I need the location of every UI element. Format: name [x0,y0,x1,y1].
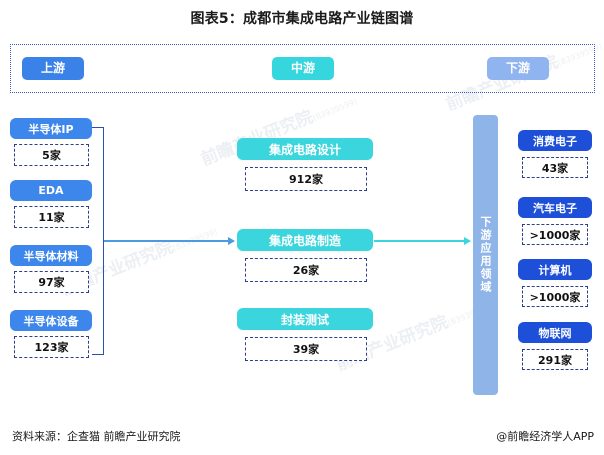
stage-badge-downstream[interactable]: 下游 [487,57,549,80]
count-automotive-electronics: >1000家 [522,224,588,245]
count-packaging-testing: 39家 [245,337,367,361]
node-semiconductor-materials[interactable]: 半导体材料 [10,245,92,266]
count-ic-manufacturing: 26家 [245,258,367,282]
page-title: 图表5：成都市集成电路产业链图谱 [190,11,414,27]
source-note: 资料来源：企查猫 前瞻产业研究院 [12,430,181,443]
count-ic-design: 912家 [245,167,367,191]
node-semiconductor-equipment[interactable]: 半导体设备 [10,310,92,331]
count-computer: >1000家 [522,286,588,307]
node-computer[interactable]: 计算机 [518,259,592,280]
watermark: 前瞻产业研究院(83939599) [333,301,494,376]
downstream-application-bar[interactable]: 下游应用领域 [473,115,498,395]
count-eda: 11家 [14,206,89,228]
brand-credit: @前瞻经济学人APP [496,430,594,443]
node-packaging-testing[interactable]: 封装测试 [237,308,373,330]
count-consumer-electronics: 43家 [522,157,588,178]
downstream-application-bar-label: 下游应用领域 [479,216,492,294]
count-semiconductor-materials: 97家 [14,271,89,293]
arrow-upstream-to-midstream [104,240,230,242]
upstream-bracket-connector [92,127,104,355]
node-ic-manufacturing[interactable]: 集成电路制造 [237,229,373,251]
stage-badge-midstream[interactable]: 中游 [272,57,334,80]
arrow-upstream-to-midstream-head-icon [228,236,235,245]
arrow-midstream-to-downstream [374,240,466,242]
node-eda[interactable]: EDA [10,180,92,201]
node-iot[interactable]: 物联网 [518,322,592,343]
node-semiconductor-ip[interactable]: 半导体IP [10,118,92,139]
arrow-midstream-to-downstream-head-icon [464,236,471,245]
node-ic-design[interactable]: 集成电路设计 [237,138,373,160]
node-consumer-electronics[interactable]: 消费电子 [518,130,592,151]
stage-badge-upstream[interactable]: 上游 [22,57,84,80]
stage-band [10,44,595,93]
count-semiconductor-equipment: 123家 [14,336,89,358]
count-semiconductor-ip: 5家 [14,144,89,166]
count-iot: 291家 [522,349,588,370]
node-automotive-electronics[interactable]: 汽车电子 [518,197,592,218]
